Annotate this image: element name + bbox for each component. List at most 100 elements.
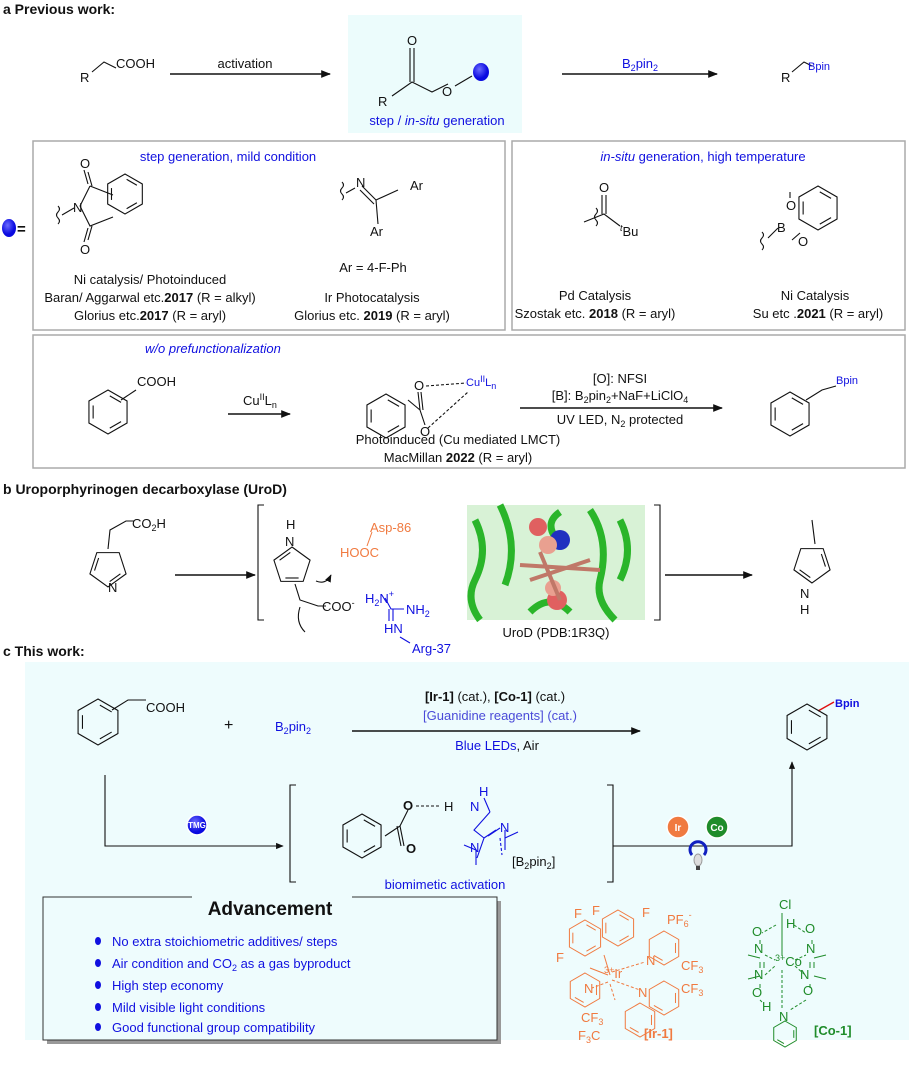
int-h: H <box>444 799 453 814</box>
co-h-top: H <box>786 916 795 931</box>
imine-ar-2: Ar <box>370 224 384 239</box>
cond-boron: [B]: B2pin2+NaF+LiClO4 <box>552 388 688 405</box>
co-o4: O <box>803 983 813 998</box>
co-badge-label: Co <box>710 823 723 834</box>
co-h-bottom: H <box>762 999 771 1014</box>
prefunctionalization-free-box: w/o prefunctionalization COOH CuIILn O O… <box>32 334 906 469</box>
ni-photo-line1: Ni catalysis/ Photoinduced <box>74 272 226 287</box>
tmg-badge-label: TMG <box>188 821 206 830</box>
co-n3: N <box>754 967 763 982</box>
pd-line2: Szostak etc. 2018 (R = aryl) <box>515 306 676 321</box>
ir-cf3-2: CF3 <box>681 981 703 998</box>
ir-bipyridine-ring-1 <box>648 980 680 1016</box>
catbor-b: B <box>777 220 786 235</box>
ir-pyridine-ring-2 <box>569 972 601 1008</box>
arg-nh2: NH2 <box>406 602 430 619</box>
right-box-heading: in-situ generation, high temperature <box>600 149 805 164</box>
tmg-badge-icon <box>186 814 208 836</box>
macmillan-caption1: Photoinduced (Cu mediated LMCT) <box>356 432 561 447</box>
cond-oxidant: [O]: NFSI <box>593 371 647 386</box>
in-situ-generation-box: in-situ generation, high temperature O t… <box>511 140 906 331</box>
ir-difluorophenyl-ring-1 <box>568 919 602 957</box>
urod-product-h: H <box>800 602 809 617</box>
catbor-o-top: O <box>786 198 796 213</box>
ar-definition: Ar = 4-F-Ph <box>339 260 407 275</box>
catechol-benzene-ring <box>798 185 838 231</box>
cond-light: Blue LEDs, Air <box>455 738 539 753</box>
phthalimide-benzene-ring <box>107 173 143 215</box>
c-product-bpin: Bpin <box>835 698 860 710</box>
ir-catalyst-badge-icon <box>666 815 690 839</box>
ir-n1: N <box>646 953 655 968</box>
ir-photo-line2: Glorius etc. 2019 (R = aryl) <box>294 308 450 323</box>
advancement-item: Mild visible light conditions <box>112 1000 266 1015</box>
urod-reactant-co2h: CO2H <box>132 516 166 533</box>
c-phenyl-bpin-ring <box>786 703 828 751</box>
ir-f2: F <box>592 903 600 918</box>
int-n3: N <box>470 840 479 855</box>
arg-h2n: H2N+ <box>365 589 394 608</box>
cond-guanidine: [Guanidine reagents] (cat.) <box>423 708 577 723</box>
co-catalyst-badge-icon <box>705 815 729 839</box>
intermediate-caption: step / in-situ generation <box>369 113 504 128</box>
ir-pyridine-ring-1 <box>648 930 680 966</box>
cond-catalysts: [Ir-1] (cat.), [Co-1] (cat.) <box>425 689 565 704</box>
bullet-icon <box>95 959 101 967</box>
ni-photo-line2: Baran/ Aggarwal etc.2017 (R = alkyl) <box>44 290 255 305</box>
cu-complex-o1: O <box>414 378 424 393</box>
ester-o-carbonyl: O <box>407 33 417 48</box>
urod-reactant-n: N <box>108 580 117 595</box>
ir-bipyridine-ring-2 <box>624 1002 656 1038</box>
ir-1-label: [Ir-1] <box>644 1026 673 1041</box>
pd-line1: Pd Catalysis <box>559 288 632 303</box>
product-r: R <box>781 70 790 85</box>
top-row: R COOH activation O R O step / in-situ g… <box>80 15 830 133</box>
urod-int-coo: COO- <box>322 598 355 614</box>
co-pyridine-n: N <box>779 1009 788 1024</box>
c-b-bond <box>817 701 835 712</box>
ir-n2: N <box>584 981 593 996</box>
int-carbonyl-o: O <box>403 798 413 813</box>
bullet-icon <box>95 937 101 945</box>
pyrrole-product-ring <box>793 548 831 584</box>
phthalimide-structure <box>55 169 114 243</box>
co-cl: Cl <box>779 897 791 912</box>
imine-n: N <box>356 175 365 190</box>
phthalimide-o-top: O <box>80 156 90 171</box>
urod-product-n: N <box>800 586 809 601</box>
imine-ar-1: Ar <box>410 178 424 193</box>
asp-86-hooc: HOOC <box>340 545 379 560</box>
bullet-icon <box>95 1003 101 1011</box>
b2pin2-label: B2pin2 <box>622 56 658 73</box>
co-o2: O <box>805 921 815 936</box>
ir-photo-line1: Ir Photocatalysis <box>324 290 420 305</box>
advancement-title: Advancement <box>208 899 333 920</box>
ir-center: 3+Ir <box>604 965 623 981</box>
arg-hn: HN <box>384 621 403 636</box>
protein-caption: UroD (PDB:1R3Q) <box>503 625 610 640</box>
ir-f4: F <box>556 950 564 965</box>
pivaloyl-tbu: tBu <box>620 223 638 239</box>
ester-r: R <box>378 94 387 109</box>
section-b-title: b Uroporphyrinogen decarboxylase (UroD) <box>3 481 287 497</box>
ir-difluorophenyl-ring-2 <box>601 909 635 947</box>
advancement-item: High step economy <box>112 978 224 993</box>
benzoate-ring <box>342 813 382 859</box>
benzoic-acid-ring <box>88 389 128 435</box>
leaving-group-dot-icon <box>2 219 16 237</box>
ir-cf3-1: CF3 <box>681 958 703 975</box>
advancement-item: No extra stoichiometric additives/ steps <box>112 934 338 949</box>
bullet-icon <box>95 981 101 989</box>
pyrrole-reactant-ring <box>89 552 127 588</box>
left-box-heading: step generation, mild condition <box>140 149 316 164</box>
asp-86-label: Asp-86 <box>370 520 411 535</box>
ir-1-complex: F F F F PF6- 3+Ir N N N CF3 CF3 CF3 F3C … <box>556 903 703 1045</box>
co-n4: N <box>800 967 809 982</box>
advancement-item: Good functional group compatibility <box>112 1020 316 1035</box>
reactant-cooh: COOH <box>116 56 155 71</box>
phenyl-bpin-ring <box>770 391 810 437</box>
pyrrole-intermediate-ring <box>273 546 311 582</box>
phthalimide-o-bottom: O <box>80 242 90 257</box>
int-n: N <box>470 799 479 814</box>
ir-n3: N <box>638 985 647 1000</box>
